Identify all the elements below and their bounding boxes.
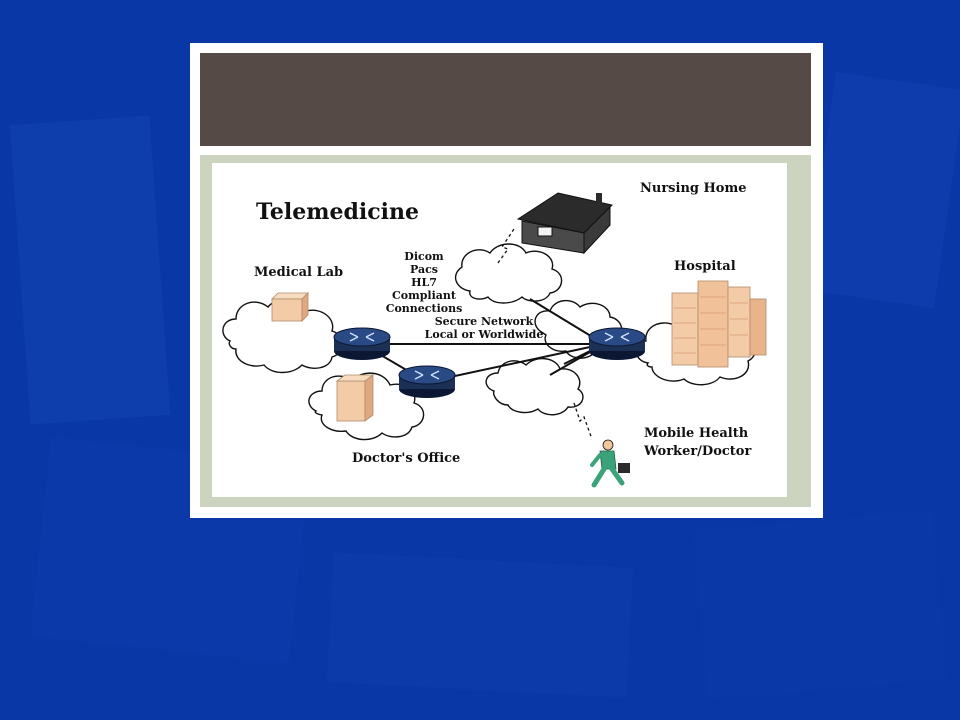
title-bar	[200, 53, 811, 146]
label-doctors-office: Doctor's Office	[352, 451, 460, 466]
router-doctors-office	[398, 365, 456, 398]
link-mobile-worker	[573, 402, 593, 440]
hospital-buildings-icon	[671, 280, 767, 368]
protocol-hl7: HL7	[411, 276, 437, 289]
diagram-svg: Telemedicine Dicom Pacs HL7 Compliant Co…	[222, 181, 767, 488]
telemedicine-diagram: Telemedicine Dicom Pacs HL7 Compliant Co…	[212, 163, 787, 497]
protocol-dicom: Dicom	[404, 250, 444, 263]
label-mobile-health: Mobile Health	[644, 426, 749, 441]
network-label-line1: Secure Network	[435, 315, 534, 328]
router-hospital	[588, 327, 646, 360]
router-medical-lab	[333, 327, 391, 360]
doctors-office-building-icon	[335, 374, 375, 422]
protocol-connections: Connections	[386, 302, 463, 315]
medical-lab-building-icon	[271, 292, 309, 322]
link-nursing-home	[497, 228, 515, 264]
protocol-compliant: Compliant	[392, 289, 457, 302]
protocol-pacs: Pacs	[410, 263, 438, 276]
slide-frame: Telemedicine Dicom Pacs HL7 Compliant Co…	[190, 43, 823, 518]
label-hospital: Hospital	[674, 259, 736, 274]
label-worker-doctor: Worker/Doctor	[643, 444, 751, 459]
cloud-center-top	[454, 243, 563, 304]
network-label: Secure Network Local or Worldwide	[425, 315, 544, 341]
label-medical-lab: Medical Lab	[254, 265, 343, 280]
nursing-home-icon	[516, 192, 613, 255]
label-nursing-home: Nursing Home	[640, 181, 747, 196]
diagram-title: Telemedicine	[256, 199, 419, 225]
protocol-list: Dicom Pacs HL7 Compliant Connections	[386, 250, 463, 315]
network-label-line2: Local or Worldwide	[425, 328, 544, 341]
mobile-worker-icon	[590, 439, 630, 488]
